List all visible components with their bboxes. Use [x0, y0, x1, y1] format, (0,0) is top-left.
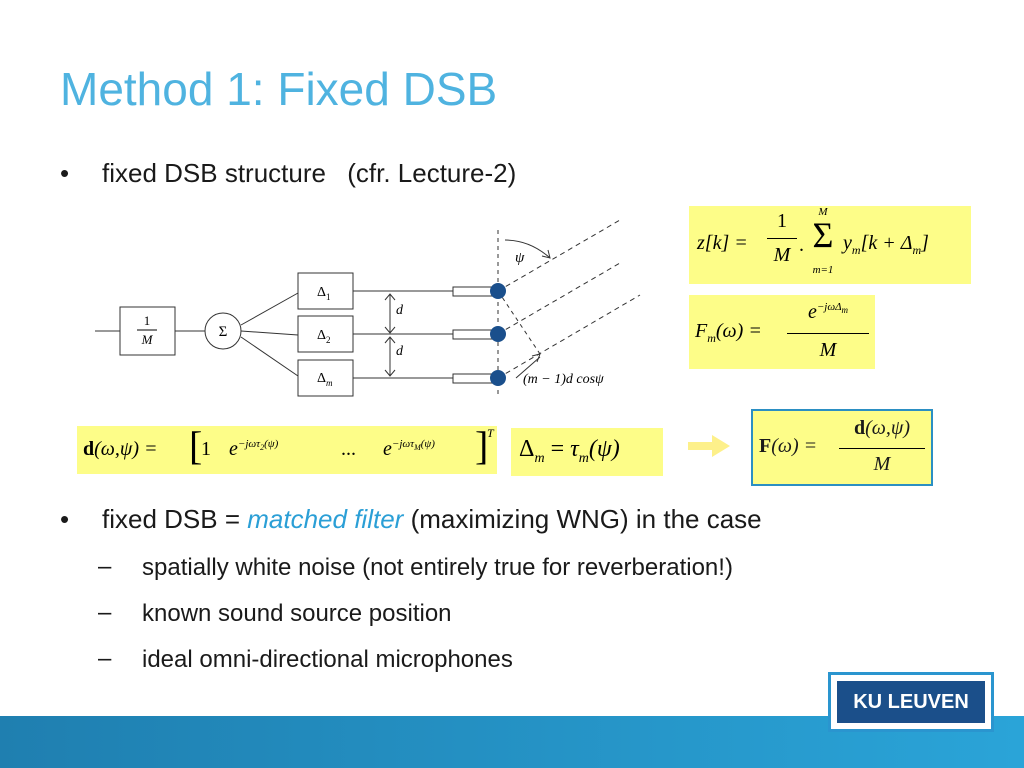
delay-2-label: Δ2: [317, 328, 331, 345]
delay-equation-text: Δm = τm(ψ): [519, 436, 620, 466]
filter-result-equation: F(ω) = d(ω,ψ) M: [751, 409, 933, 486]
dsb-block-diagram: 1 M Σ Δ1 Δ2 Δm d d ψ (m − 1)d cosψ: [95, 219, 641, 397]
bullet-structure-note: (cfr. Lecture-2): [347, 158, 517, 188]
bullet-structure: • fixed DSB structure (cfr. Lecture-2): [60, 158, 517, 189]
d-bracket-open: [: [189, 423, 203, 468]
d-one: 1: [201, 438, 211, 460]
bullet-matched-filter-post: (maximizing WNG) in the case: [410, 504, 762, 534]
fm-lhs: Fm(ω) =: [695, 320, 762, 345]
d-element-m: e−jωτM(ψ): [383, 438, 435, 460]
sum-equation: z[k] = 1 M . M Σ m=1 ym[k + Δm]: [689, 206, 971, 284]
z-sum-upper: M: [818, 206, 828, 218]
delay-equation: Δm = τm(ψ): [511, 428, 663, 476]
d-element-2: e−jωτ2(ψ): [229, 438, 279, 460]
angle-psi: ψ: [515, 250, 525, 266]
subitem-source-position: – known sound source position: [98, 599, 452, 628]
z-rhs: ym[k + Δm]: [843, 232, 929, 257]
subitem-text: known sound source position: [142, 600, 452, 627]
fbig-lhs: F(ω) =: [759, 435, 818, 457]
fbig-denominator: M: [873, 453, 891, 475]
dash-marker: –: [98, 645, 112, 672]
microphone-m: [490, 370, 506, 386]
subitem-text: spatially white noise (not entirely true…: [142, 554, 733, 581]
delay-1-label: Δ1: [317, 285, 331, 302]
bullet-marker: •: [60, 504, 70, 534]
d-lhs: d(ω,ψ) =: [83, 438, 158, 460]
matched-filter-highlight: matched filter: [247, 504, 404, 534]
path-difference-label: (m − 1)d cosψ: [523, 372, 604, 387]
d-transpose: T: [487, 426, 494, 440]
d-ellipsis: ...: [341, 438, 356, 460]
gain-numerator: 1: [144, 313, 151, 328]
result-arrow-icon: [688, 435, 730, 457]
z-dot: .: [799, 234, 804, 256]
d-bracket-close: ]: [475, 423, 489, 468]
filter-m-equation: Fm(ω) = e−jωΔm M: [689, 295, 875, 369]
spacing-d-1: d: [396, 303, 404, 318]
bullet-matched-filter-pre: fixed DSB =: [102, 504, 241, 534]
subitem-text: ideal omni-directional microphones: [142, 646, 513, 673]
spacing-d-2: d: [396, 344, 404, 359]
fm-numerator: e−jωΔm: [807, 301, 849, 323]
z-sum-lower: m=1: [812, 264, 834, 276]
steering-vector-equation: d(ω,ψ) = [ 1 e−jωτ2(ψ) ... e−jωτM(ψ) ] T: [77, 423, 497, 474]
z-fraction-den: M: [773, 244, 791, 266]
subitem-white-noise: – spatially white noise (not entirely tr…: [98, 553, 733, 582]
logo-text: KU LEUVEN: [837, 681, 985, 723]
sum-symbol: Σ: [219, 324, 228, 340]
fm-denominator: M: [819, 339, 837, 361]
gain-denominator: M: [141, 332, 154, 347]
dash-marker: –: [98, 553, 112, 580]
dash-marker: –: [98, 599, 112, 626]
delay-m-label: Δm: [317, 371, 333, 388]
bullet-structure-text: fixed DSB structure: [102, 158, 326, 188]
microphone-1: [490, 283, 506, 299]
bullet-matched-filter: • fixed DSB = matched filter (maximizing…: [60, 504, 762, 535]
z-sum-sign: Σ: [812, 215, 834, 255]
microphone-2: [490, 326, 506, 342]
bullet-marker: •: [60, 158, 70, 188]
z-lhs: z[k] =: [697, 232, 748, 254]
subitem-microphones: – ideal omni-directional microphones: [98, 645, 513, 674]
fbig-numerator: d(ω,ψ): [854, 417, 910, 439]
z-fraction-num: 1: [777, 210, 787, 232]
ku-leuven-logo: KU LEUVEN: [828, 672, 994, 732]
slide-title: Method 1: Fixed DSB: [60, 63, 498, 115]
